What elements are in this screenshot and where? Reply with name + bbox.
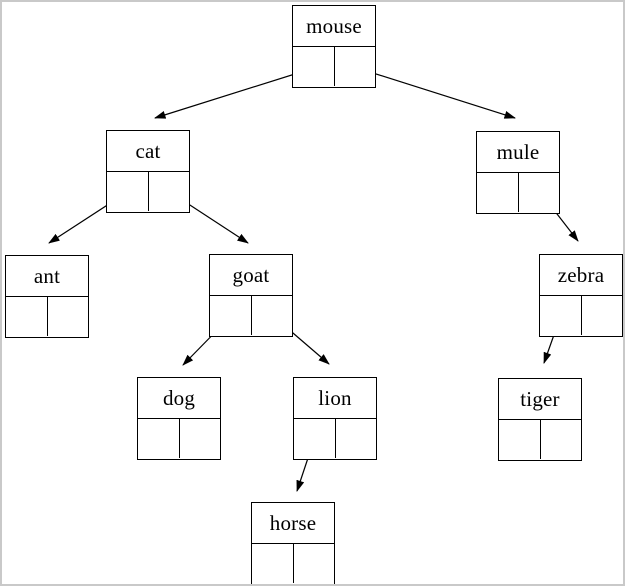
right-pointer-cell [336,419,377,458]
right-pointer-cell [582,296,623,335]
pointer-cells [138,419,220,458]
tree-node-zebra: zebra [539,254,623,337]
right-pointer-cell [149,172,190,211]
right-pointer-cell [294,544,335,583]
pointer-cells [293,47,375,86]
node-label-dog: dog [138,378,220,419]
node-label-mouse: mouse [293,6,375,47]
right-pointer-cell [335,47,376,86]
left-pointer-cell [540,296,582,335]
node-label-cat: cat [107,131,189,172]
pointer-cells [294,419,376,458]
tree-node-dog: dog [137,377,221,460]
node-label-horse: horse [252,503,334,544]
pointer-cells [540,296,622,335]
pointer-cells [6,297,88,336]
node-label-goat: goat [210,255,292,296]
left-pointer-cell [107,172,149,211]
edge-mouse-right-mule [353,66,516,119]
right-pointer-cell [519,173,560,212]
pointer-cells [210,296,292,335]
node-label-mule: mule [477,132,559,173]
tree-node-lion: lion [293,377,377,460]
right-pointer-cell [180,419,221,458]
left-pointer-cell [294,419,336,458]
pointer-cells [477,173,559,212]
pointer-cells [252,544,334,583]
tree-node-mouse: mouse [292,5,376,88]
left-pointer-cell [210,296,252,335]
right-pointer-cell [541,420,582,459]
left-pointer-cell [138,419,180,458]
right-pointer-cell [48,297,89,336]
pointer-cells [107,172,189,211]
tree-node-horse: horse [251,502,335,584]
left-pointer-cell [499,420,541,459]
node-label-tiger: tiger [499,379,581,420]
right-pointer-cell [252,296,293,335]
node-label-zebra: zebra [540,255,622,296]
tree-node-cat: cat [106,130,190,213]
tree-node-mule: mule [476,131,560,214]
left-pointer-cell [477,173,519,212]
left-pointer-cell [293,47,335,86]
tree-node-goat: goat [209,254,293,337]
edge-mouse-left-cat [154,67,315,119]
pointer-cells [499,420,581,459]
node-label-lion: lion [294,378,376,419]
left-pointer-cell [6,297,48,336]
tree-node-ant: ant [5,255,89,338]
tree-node-tiger: tiger [498,378,582,461]
node-label-ant: ant [6,256,88,297]
left-pointer-cell [252,544,294,583]
